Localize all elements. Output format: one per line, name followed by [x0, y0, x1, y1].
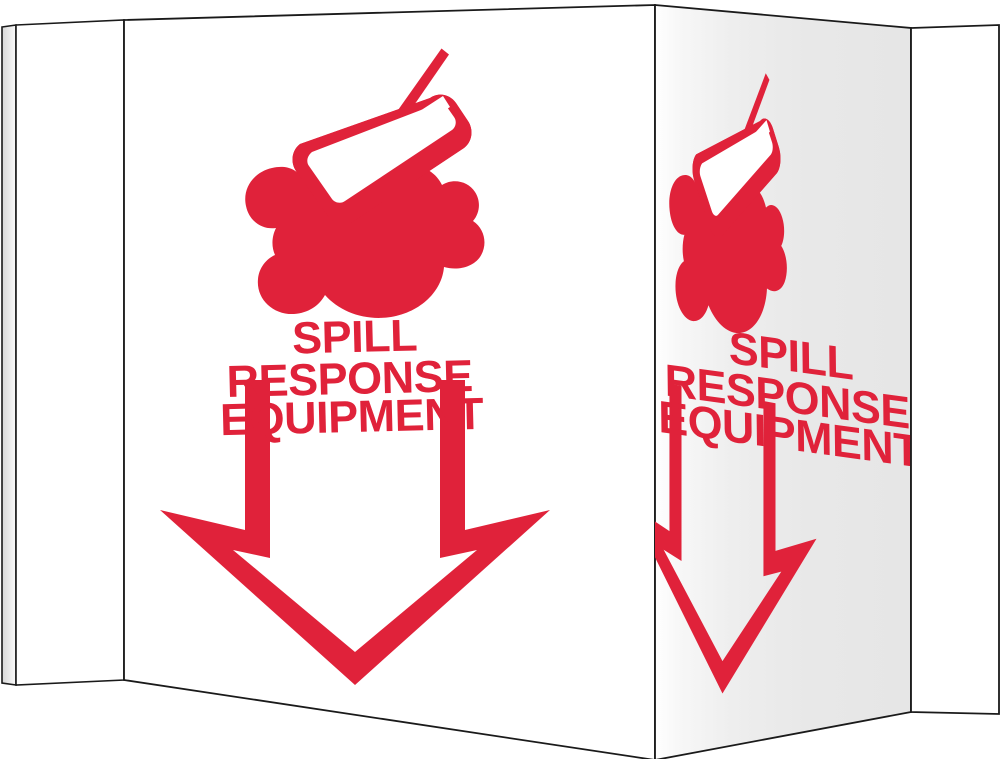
right-mounting-flange: [910, 24, 1000, 715]
front-panel: SPILL RESPONSE EQUIPMENT: [123, 4, 656, 759]
front-text-block: SPILL RESPONSE EQUIPMENT: [220, 309, 484, 445]
front-line-3: EQUIPMENT: [220, 388, 484, 445]
side-panel: SPILL RESPONSE EQUIPMENT: [654, 4, 912, 759]
front-line-1: SPILL: [292, 309, 418, 363]
left-flange-face: [15, 19, 125, 686]
front-line-2: RESPONSE: [226, 350, 473, 407]
left-flange-edge: [1, 24, 17, 686]
right-flange-face: [910, 24, 1000, 715]
left-mounting-flange: [1, 19, 125, 686]
